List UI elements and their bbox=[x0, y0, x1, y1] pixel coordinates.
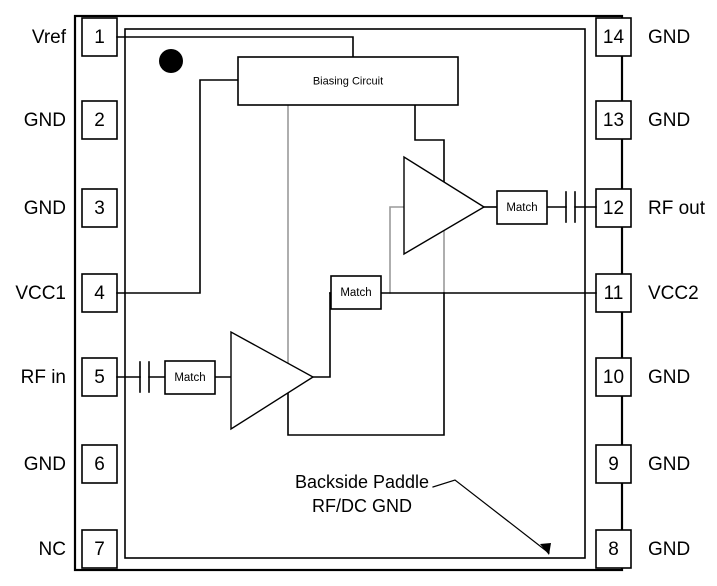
match-interstage-box[interactable] bbox=[330, 275, 382, 310]
pin-group-left-3[interactable]: 3 GND bbox=[24, 188, 118, 228]
pin-number-1: 1 bbox=[94, 27, 105, 48]
pin-number-9: 9 bbox=[608, 454, 619, 475]
pin-group-left-2[interactable]: 2 GND bbox=[24, 100, 118, 140]
backside-paddle-leader-line bbox=[432, 479, 550, 554]
pin-number-14: 14 bbox=[603, 27, 625, 48]
match-output-box[interactable] bbox=[496, 190, 548, 225]
pin-number-4: 4 bbox=[94, 283, 105, 304]
pin-group-left-7[interactable]: 7 NC bbox=[39, 529, 118, 569]
pin-label-3: GND bbox=[24, 198, 66, 219]
pin-group-right-11[interactable]: 11 VCC2 bbox=[595, 273, 699, 313]
match-output-label: Match bbox=[506, 202, 537, 214]
pin-label-1: Vref bbox=[32, 27, 67, 48]
pin-group-left-1[interactable]: 1 Vref bbox=[32, 17, 118, 57]
pin-box-12[interactable] bbox=[595, 188, 632, 228]
pin-number-8: 8 bbox=[608, 539, 619, 560]
pin-box-8[interactable] bbox=[595, 529, 632, 569]
wire-amp1-out-to-match2 bbox=[312, 292, 331, 378]
biasing-circuit-block[interactable]: Biasing Circuit bbox=[237, 56, 459, 106]
pin-group-right-14[interactable]: 14 GND bbox=[595, 17, 690, 57]
wire-bias-to-amp2 bbox=[414, 104, 445, 186]
pin-box-4[interactable] bbox=[81, 273, 118, 313]
pin-group-left-4[interactable]: 4 VCC1 bbox=[15, 273, 118, 313]
pin-group-right-8[interactable]: 8 GND bbox=[595, 529, 690, 569]
pin-number-13: 13 bbox=[603, 110, 624, 131]
pin-label-2: GND bbox=[24, 110, 66, 131]
pin-group-right-13[interactable]: 13 GND bbox=[595, 100, 690, 140]
pin-number-6: 6 bbox=[94, 454, 105, 475]
pin-number-12: 12 bbox=[603, 198, 624, 219]
pin-number-11: 11 bbox=[604, 283, 624, 304]
pin-box-2[interactable] bbox=[81, 100, 118, 140]
wire-match2-bias-gray bbox=[389, 206, 405, 294]
pin-box-11[interactable] bbox=[595, 273, 632, 313]
pin-number-7: 7 bbox=[94, 539, 105, 560]
match-output-block[interactable]: Match bbox=[496, 190, 548, 225]
amplifier-stage1-triangle[interactable] bbox=[230, 330, 315, 431]
pin-box-6[interactable] bbox=[81, 444, 118, 484]
pin-label-9: GND bbox=[648, 454, 690, 475]
backside-paddle-line2: RF/DC GND bbox=[312, 496, 412, 516]
pin-box-3[interactable] bbox=[81, 188, 118, 228]
wire-pin4-to-bias bbox=[116, 79, 239, 294]
amplifier-stage2[interactable] bbox=[403, 155, 486, 256]
backside-paddle-line1: Backside Paddle bbox=[295, 472, 429, 492]
pin-label-11: VCC2 bbox=[648, 283, 699, 304]
pin-label-10: GND bbox=[648, 367, 690, 388]
pin-box-5[interactable] bbox=[81, 357, 118, 397]
biasing-circuit-box[interactable] bbox=[237, 56, 459, 106]
amplifier-stage2-triangle[interactable] bbox=[403, 155, 486, 256]
pin-group-left-5[interactable]: 5 RF in bbox=[21, 357, 118, 397]
pin-box-14[interactable] bbox=[595, 17, 632, 57]
pin-box-10[interactable] bbox=[595, 357, 632, 397]
wire-ground-return-loop bbox=[287, 292, 445, 436]
backside-paddle-annotation: Backside Paddle RF/DC GND bbox=[295, 472, 551, 555]
pin-label-12: RF out bbox=[648, 198, 706, 219]
pin-number-5: 5 bbox=[94, 367, 105, 388]
match-input-block[interactable]: Match bbox=[164, 360, 216, 395]
biasing-circuit-label: Biasing Circuit bbox=[313, 76, 383, 88]
pin-number-10: 10 bbox=[603, 367, 624, 388]
pin-box-9[interactable] bbox=[595, 444, 632, 484]
pin-label-4: VCC1 bbox=[15, 283, 66, 304]
match-interstage-label: Match bbox=[340, 287, 371, 299]
amplifier-stage1[interactable] bbox=[230, 330, 315, 431]
pin-group-right-10[interactable]: 10 GND bbox=[595, 357, 690, 397]
pin-box-7[interactable] bbox=[81, 529, 118, 569]
match-input-label: Match bbox=[174, 372, 205, 384]
pin-label-14: GND bbox=[648, 27, 690, 48]
pin-group-left-6[interactable]: 6 GND bbox=[24, 444, 118, 484]
backside-paddle-arrowhead bbox=[540, 543, 551, 555]
pin-one-marker-dot bbox=[159, 49, 183, 73]
pin-number-3: 3 bbox=[94, 198, 105, 219]
pin-group-right-12[interactable]: 12 RF out bbox=[595, 188, 706, 228]
pin-label-6: GND bbox=[24, 454, 66, 475]
pin-group-right-9[interactable]: 9 GND bbox=[595, 444, 690, 484]
pin-label-7: NC bbox=[39, 539, 66, 560]
pin-label-8: GND bbox=[648, 539, 690, 560]
wire-pin1-to-bias bbox=[116, 36, 354, 58]
match-interstage-block[interactable]: Match bbox=[330, 275, 382, 310]
pin-number-2: 2 bbox=[94, 110, 105, 131]
match-input-box[interactable] bbox=[164, 360, 216, 395]
pin-label-13: GND bbox=[648, 110, 690, 131]
pin-label-5: RF in bbox=[21, 367, 66, 388]
pin-box-13[interactable] bbox=[595, 100, 632, 140]
